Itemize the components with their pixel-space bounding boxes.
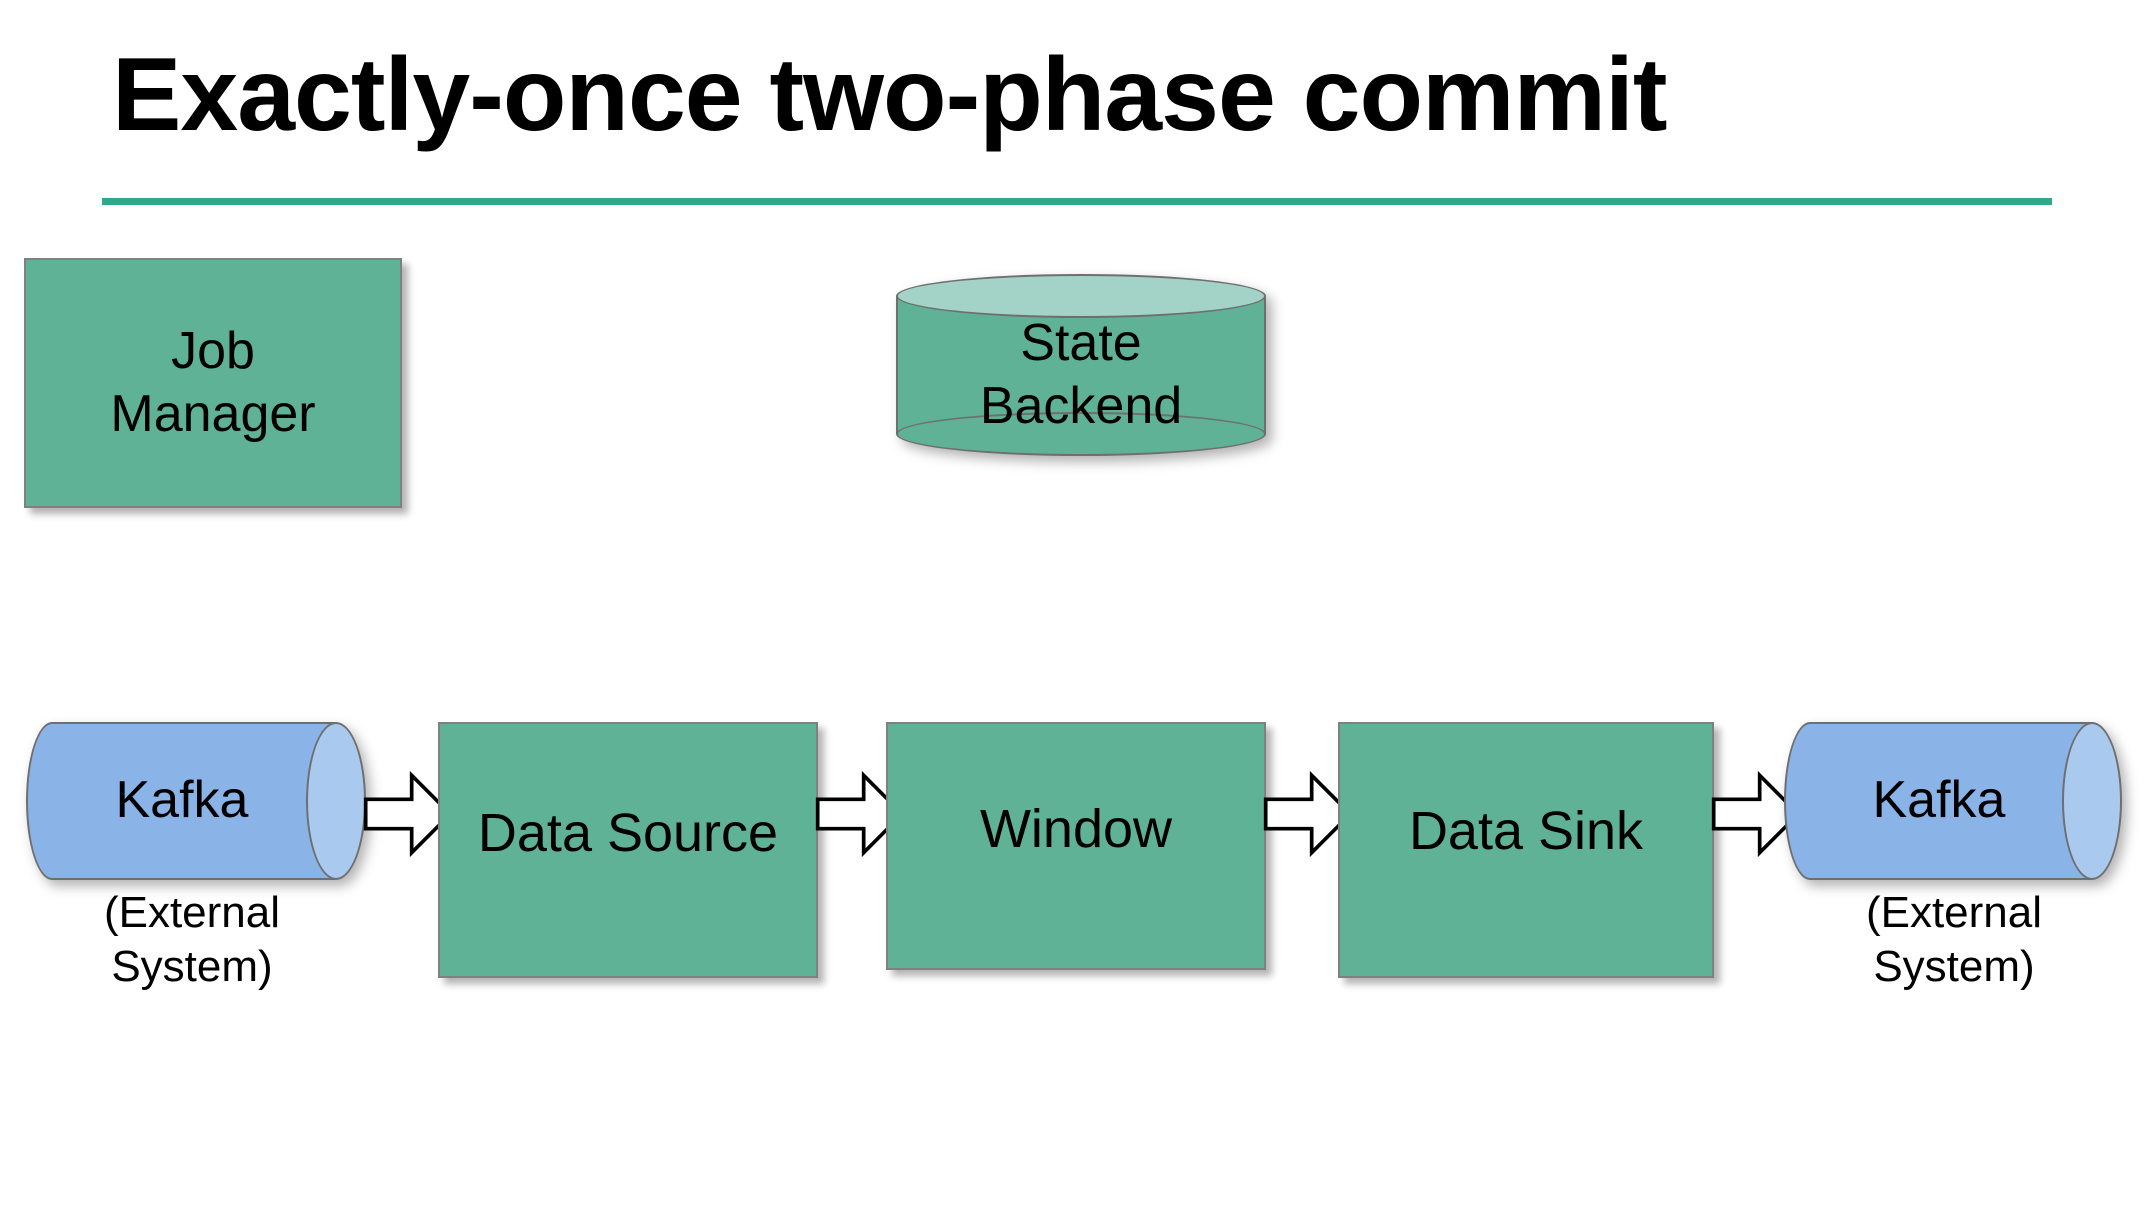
arrow-kafka-source-to-data-source — [362, 768, 454, 860]
cylinder-body — [896, 296, 1266, 434]
kafka-source-caption: (External System) — [103, 888, 281, 991]
node-state-backend[interactable]: State Backend — [896, 274, 1266, 456]
node-window[interactable]: Window — [886, 722, 1266, 970]
arrow-data-source-to-window — [814, 768, 906, 860]
node-window-label: Window — [979, 799, 1173, 860]
cylinder-body — [52, 722, 336, 880]
page-title: Exactly-once two-phase commit — [112, 37, 1668, 153]
node-kafka-sink[interactable]: Kafka — [1784, 722, 2122, 880]
arrow-window-to-data-sink — [1262, 768, 1354, 860]
node-job-manager[interactable]: Job Manager — [24, 258, 402, 508]
cylinder-body — [1810, 722, 2092, 880]
arrow-data-sink-to-kafka-sink — [1710, 768, 1802, 860]
node-data-sink[interactable]: Data Sink — [1338, 722, 1714, 978]
node-data-source[interactable]: Data Source — [438, 722, 818, 978]
node-data-source-label: Data Source — [477, 803, 779, 864]
cylinder-bottom-ellipse — [896, 412, 1266, 456]
cylinder-right-cap — [306, 722, 366, 880]
node-data-sink-label: Data Sink — [1408, 801, 1644, 862]
cylinder-right-cap — [2062, 722, 2122, 880]
kafka-sink-caption: (External System) — [1865, 888, 2043, 991]
cylinder-top-ellipse — [896, 274, 1266, 318]
title-underline-rule — [102, 198, 2052, 205]
node-kafka-source[interactable]: Kafka — [26, 722, 366, 880]
node-job-manager-label: Job Manager — [110, 321, 316, 443]
